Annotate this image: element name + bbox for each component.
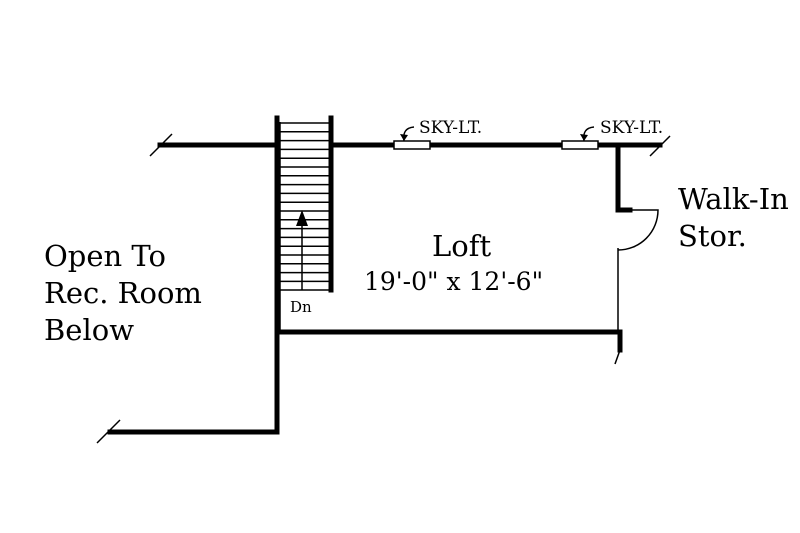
storage-line-2: Stor. [678,219,747,253]
open-to-line-2: Rec. Room [44,276,202,310]
stair-direction-label: Dn [290,298,312,316]
room-dimensions: 19'-0" x 12'-6" [364,267,543,296]
stair [274,115,334,330]
skylight-2 [561,126,599,150]
open-to-line-1: Open To [44,239,166,273]
stair-direction-arrow [296,210,308,290]
skylight-1-label: SKY-LT. [419,118,482,138]
room-name: Loft [432,229,491,263]
open-to-line-3: Below [44,313,134,347]
storage-line-1: Walk-In [678,182,789,216]
top-wall [149,133,671,157]
loft-walls [96,142,633,444]
storage-door [617,209,659,251]
skylight-1 [393,126,431,150]
skylight-2-label: SKY-LT. [600,118,663,138]
